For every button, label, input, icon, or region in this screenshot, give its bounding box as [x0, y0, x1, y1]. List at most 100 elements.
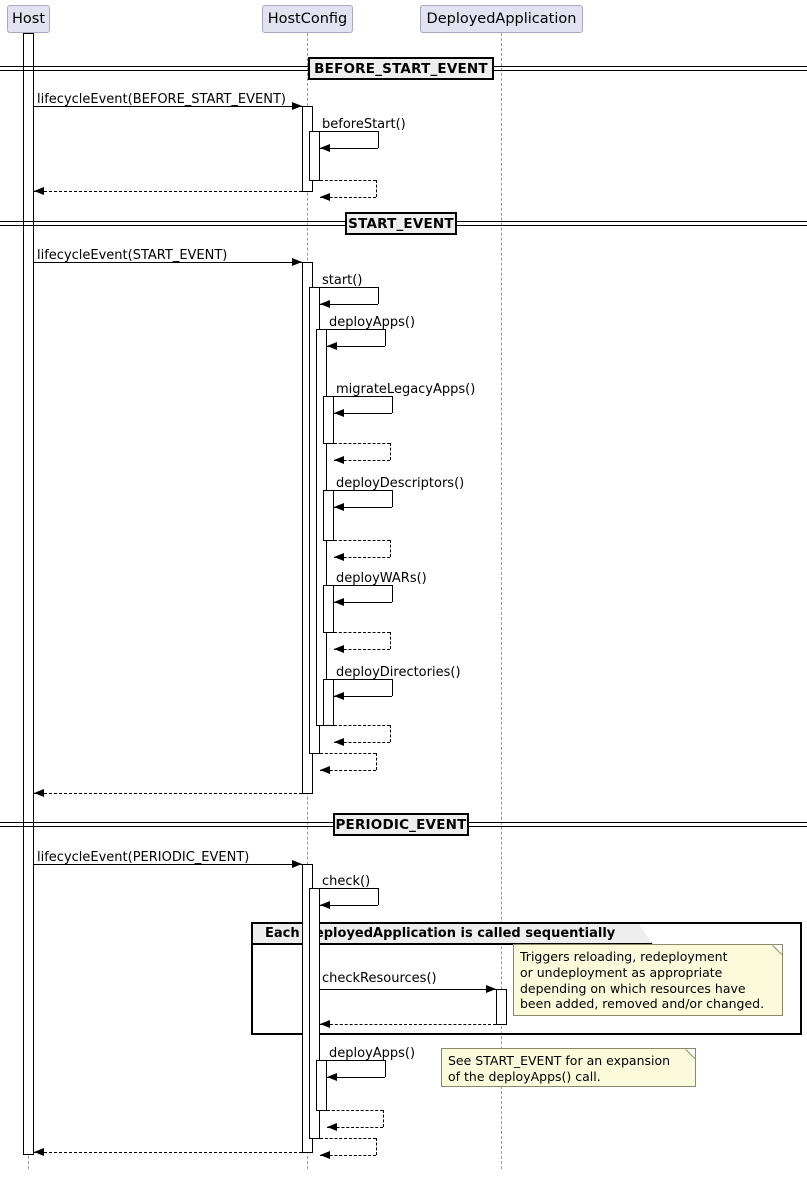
selfmsg-out-m3 [320, 180, 376, 181]
message-label-m7: deployApps() [329, 315, 416, 330]
message-label-m8: migrateLegacyApps() [336, 382, 476, 397]
divider-label: START_EVENT [348, 215, 454, 232]
selfmsg-out-m19 [320, 888, 378, 889]
message-label-m22: deployApps() [329, 1046, 416, 1061]
selfmsg-back-m10 [334, 507, 392, 508]
selfmsg-out-m2 [320, 131, 378, 132]
message-label-m18: lifecycleEvent(PERIODIC_EVENT) [37, 850, 250, 865]
message-line-m18 [34, 864, 302, 865]
selfmsg-vert-m19 [378, 888, 379, 905]
selfmsg-vert-m22 [385, 1060, 386, 1077]
selfmsg-out-m15 [334, 725, 390, 726]
selfmsg-vert-m15 [390, 725, 391, 742]
participant-host[interactable]: Host [7, 5, 50, 33]
activation-a-cfg-s3c [323, 585, 334, 633]
selfmsg-back-m19 [320, 905, 378, 906]
activation-a-cfg-p1 [309, 888, 320, 1139]
activation-a-app-check [496, 989, 507, 1025]
selfmsg-back-m11 [334, 557, 390, 558]
selfmsg-out-m22 [327, 1060, 385, 1061]
message-label-m14: deployDirectories() [336, 665, 461, 680]
message-line-m25 [34, 1152, 302, 1153]
divider-before-start: BEFORE_START_EVENT [308, 57, 494, 80]
selfmsg-arrowhead-m2 [320, 144, 330, 152]
message-arrowhead-m1 [292, 102, 302, 110]
message-line-m21 [320, 1024, 496, 1025]
divider-label: BEFORE_START_EVENT [314, 60, 488, 77]
activation-a-cfg-bs-1 [309, 131, 320, 181]
message-line-m4 [34, 191, 302, 192]
selfmsg-vert-m13 [390, 632, 391, 649]
selfmsg-back-m23 [327, 1127, 383, 1128]
selfmsg-vert-m12 [392, 585, 393, 602]
selfmsg-arrowhead-m22 [327, 1073, 337, 1081]
message-arrowhead-m21 [320, 1020, 330, 1028]
selfmsg-out-m23 [327, 1110, 383, 1111]
participant-app[interactable]: DeployedApplication [420, 5, 583, 33]
selfmsg-arrowhead-m11 [334, 553, 344, 561]
selfmsg-back-m24 [320, 1155, 376, 1156]
note-fold-check-resources-note [773, 945, 782, 954]
message-label-m10: deployDescriptors() [336, 476, 465, 491]
activation-a-cfg-s3b [323, 490, 334, 541]
group-frame-each-deployed-application [251, 922, 802, 1035]
message-arrowhead-m18 [292, 860, 302, 868]
selfmsg-out-m12 [334, 585, 392, 586]
selfmsg-arrowhead-m15 [334, 738, 344, 746]
selfmsg-back-m9 [334, 460, 390, 461]
message-line-m5 [34, 262, 302, 263]
message-label-m20: checkResources() [322, 971, 437, 986]
selfmsg-arrowhead-m8 [334, 409, 344, 417]
message-label-m1: lifecycleEvent(BEFORE_START_EVENT) [37, 92, 286, 107]
selfmsg-back-m7 [327, 346, 385, 347]
message-line-m17 [34, 793, 302, 794]
selfmsg-back-m2 [320, 148, 378, 149]
selfmsg-arrowhead-m9 [334, 456, 344, 464]
selfmsg-out-m9 [334, 443, 390, 444]
selfmsg-vert-m9 [390, 443, 391, 460]
selfmsg-out-m7 [327, 329, 385, 330]
selfmsg-out-m11 [334, 540, 390, 541]
selfmsg-arrowhead-m19 [320, 901, 330, 909]
message-arrowhead-m4 [34, 187, 44, 195]
selfmsg-vert-m11 [390, 540, 391, 557]
message-line-m20 [320, 989, 496, 990]
selfmsg-back-m14 [334, 696, 392, 697]
note-fold-deploy-apps-note [686, 1049, 695, 1058]
selfmsg-vert-m24 [376, 1138, 377, 1155]
activation-a-cfg-s3a [323, 396, 334, 444]
selfmsg-out-m24 [320, 1138, 376, 1139]
message-line-m1 [34, 106, 302, 107]
message-arrowhead-m25 [34, 1148, 44, 1156]
message-arrowhead-m20 [486, 985, 496, 993]
selfmsg-back-m3 [320, 197, 376, 198]
selfmsg-vert-m10 [392, 490, 393, 507]
selfmsg-vert-m2 [378, 131, 379, 148]
selfmsg-out-m13 [334, 632, 390, 633]
divider-start: START_EVENT [345, 212, 457, 235]
message-arrowhead-m5 [292, 258, 302, 266]
message-label-m19: check() [322, 874, 371, 889]
note-check-resources-note: Triggers reloading, redeployment or unde… [513, 944, 783, 1016]
activation-a-cfg-p2 [316, 1060, 327, 1111]
selfmsg-vert-m23 [383, 1110, 384, 1127]
selfmsg-vert-m7 [385, 329, 386, 346]
lifeline-app [501, 33, 502, 1169]
participant-label: DeployedApplication [426, 10, 577, 27]
activation-a-host [23, 33, 34, 1155]
selfmsg-back-m12 [334, 602, 392, 603]
selfmsg-arrowhead-m12 [334, 598, 344, 606]
selfmsg-arrowhead-m6 [320, 300, 330, 308]
selfmsg-back-m16 [320, 770, 376, 771]
divider-label: PERIODIC_EVENT [335, 816, 467, 833]
message-label-m2: beforeStart() [322, 117, 406, 132]
participant-label: HostConfig [267, 10, 348, 27]
participant-config[interactable]: HostConfig [262, 5, 353, 33]
selfmsg-out-m10 [334, 490, 392, 491]
selfmsg-arrowhead-m3 [320, 193, 330, 201]
selfmsg-arrowhead-m7 [327, 342, 337, 350]
selfmsg-vert-m6 [378, 287, 379, 304]
group-label-each-deployed-application: Each DeployedApplication is called seque… [253, 924, 653, 945]
selfmsg-out-m6 [320, 287, 378, 288]
